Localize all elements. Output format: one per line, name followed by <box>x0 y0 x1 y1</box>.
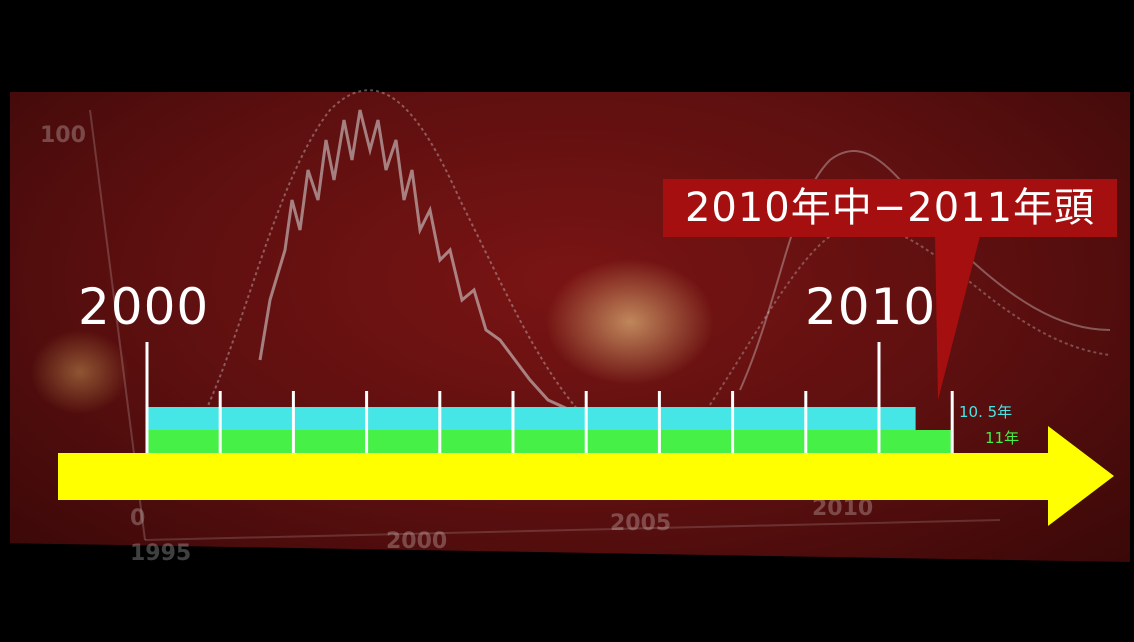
bg-x-tick-2010: 2010 <box>812 496 873 521</box>
timeline-arrow <box>58 426 1114 526</box>
bg-x-tick-2000: 2000 <box>386 529 447 554</box>
callout-pointer <box>935 236 980 400</box>
timeline-bar-2 <box>147 430 953 453</box>
timeline-bars <box>147 407 953 453</box>
bar-label-11-years: 11年 <box>985 429 1020 447</box>
bg-forecast-curve-1 <box>739 150 1111 391</box>
callout-box: 2010年中−2011年頭 <box>663 179 1117 237</box>
bg-x-tick-2005: 2005 <box>610 511 671 536</box>
year-label-end: 2010 <box>805 278 937 336</box>
bg-jagged-curve <box>258 109 571 412</box>
timeline-bar-1 <box>147 407 916 430</box>
bg-smooth-curve <box>159 89 641 481</box>
bg-x-tick-1995: 1995 <box>130 541 191 566</box>
timeline-ticks <box>145 342 954 453</box>
bg-y-tick-100: 100 <box>40 123 86 148</box>
bg-y-tick-0: 0 <box>130 506 145 531</box>
year-label-start: 2000 <box>78 278 210 336</box>
bar-label-10-5-years: 10. 5年 <box>959 403 1013 421</box>
